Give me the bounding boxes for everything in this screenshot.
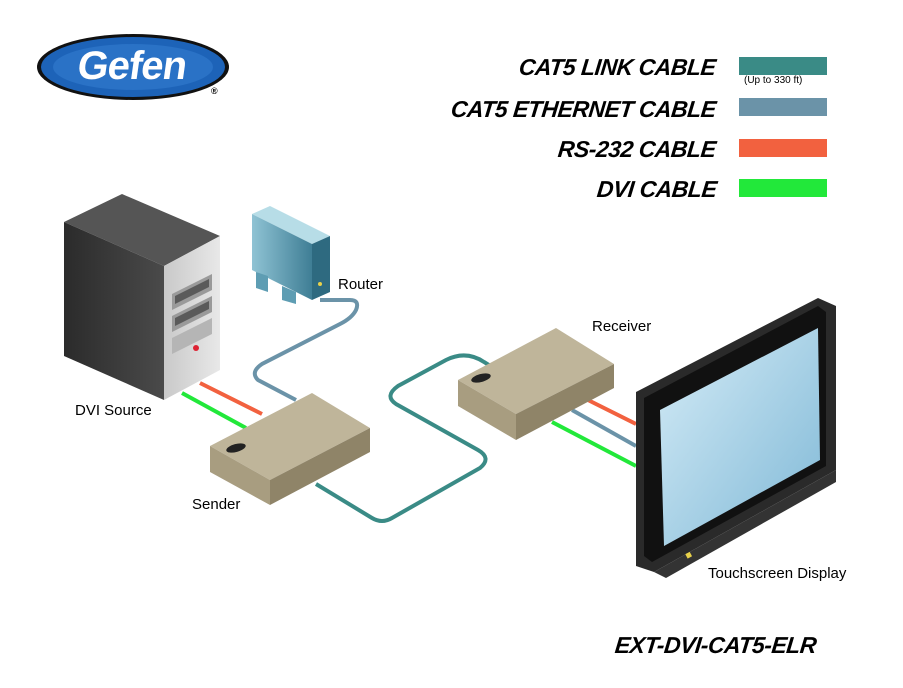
rs232-cable-display <box>583 396 637 426</box>
registered-mark: ® <box>211 86 218 96</box>
receiver-label: Receiver <box>592 318 652 335</box>
router-label: Router <box>338 276 384 293</box>
legend-swatch-cat5-ethernet <box>739 98 827 116</box>
dvi-cable-source <box>181 391 247 430</box>
legend-label-cat5-link: CAT5 LINK CABLE <box>518 54 718 80</box>
legend-label-rs232: RS-232 CABLE <box>557 136 718 162</box>
legend-label-cat5-ethernet: CAT5 ETHERNET CABLE <box>449 96 718 122</box>
logo-text: Gefen <box>74 44 190 88</box>
legend-label-dvi: DVI CABLE <box>595 176 718 202</box>
rs232-cable-source <box>199 381 263 416</box>
dvi-source-label: DVI Source <box>75 402 152 419</box>
legend-swatch-cat5-link <box>739 57 827 75</box>
legend-swatch-rs232 <box>739 139 827 157</box>
sender-box-icon <box>210 393 370 505</box>
router-icon <box>252 206 330 304</box>
receiver-box-icon <box>458 328 614 440</box>
display-label: Touchscreen Display <box>708 565 847 582</box>
cat5-link-cable <box>314 353 502 523</box>
legend-swatch-dvi <box>739 179 827 197</box>
model-number: EXT-DVI-CAT5-ELR <box>613 632 818 658</box>
touchscreen-display-icon <box>636 298 836 578</box>
gefen-logo <box>37 34 229 100</box>
legend-note-cat5-link: (Up to 330 ft) <box>744 75 803 86</box>
sender-label: Sender <box>192 496 241 513</box>
ethernet-cable-display <box>571 408 637 448</box>
dvi-cable-display <box>551 420 637 468</box>
ethernet-cable-router <box>252 298 360 402</box>
pc-tower-icon <box>64 194 220 400</box>
